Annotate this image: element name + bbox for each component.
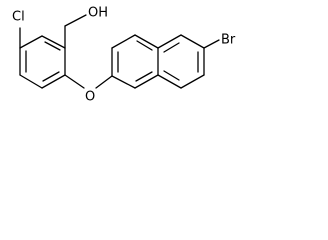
bond bbox=[41, 74, 66, 89]
double-bond-inner bbox=[135, 71, 153, 82]
bond-o-c bbox=[95, 75, 113, 89]
double-bond-inner bbox=[42, 71, 60, 82]
bond bbox=[19, 74, 43, 89]
double-bond-inner bbox=[163, 70, 180, 81]
bond-c-o bbox=[64, 74, 85, 89]
bond bbox=[111, 34, 136, 49]
chemical-structure-canvas: Cl OH O bbox=[12, 5, 236, 105]
chlorine-label: Cl bbox=[12, 10, 25, 25]
double-bond-inner bbox=[136, 40, 153, 51]
bond bbox=[41, 35, 66, 49]
hydroxyl-label: OH bbox=[88, 6, 108, 21]
ether-oxygen-label: O bbox=[85, 90, 95, 105]
bond-c-br bbox=[203, 39, 220, 49]
chemical-structure-diagram: Cl OH O bbox=[12, 6, 236, 105]
bond bbox=[111, 75, 136, 89]
double-bond-inner bbox=[163, 42, 180, 53]
bond bbox=[157, 34, 182, 49]
bond bbox=[134, 74, 159, 89]
bond bbox=[134, 34, 159, 49]
bond bbox=[19, 35, 43, 49]
naphthalene-ring-b bbox=[157, 34, 205, 89]
naphthalene-ring-a bbox=[111, 34, 159, 89]
bromine-label: Br bbox=[221, 33, 236, 48]
benzene-ring bbox=[19, 35, 66, 89]
bond bbox=[180, 74, 205, 89]
bond-ch2-o bbox=[64, 14, 87, 27]
bond bbox=[180, 34, 205, 49]
bond bbox=[157, 74, 182, 89]
double-bond-inner bbox=[44, 41, 61, 51]
